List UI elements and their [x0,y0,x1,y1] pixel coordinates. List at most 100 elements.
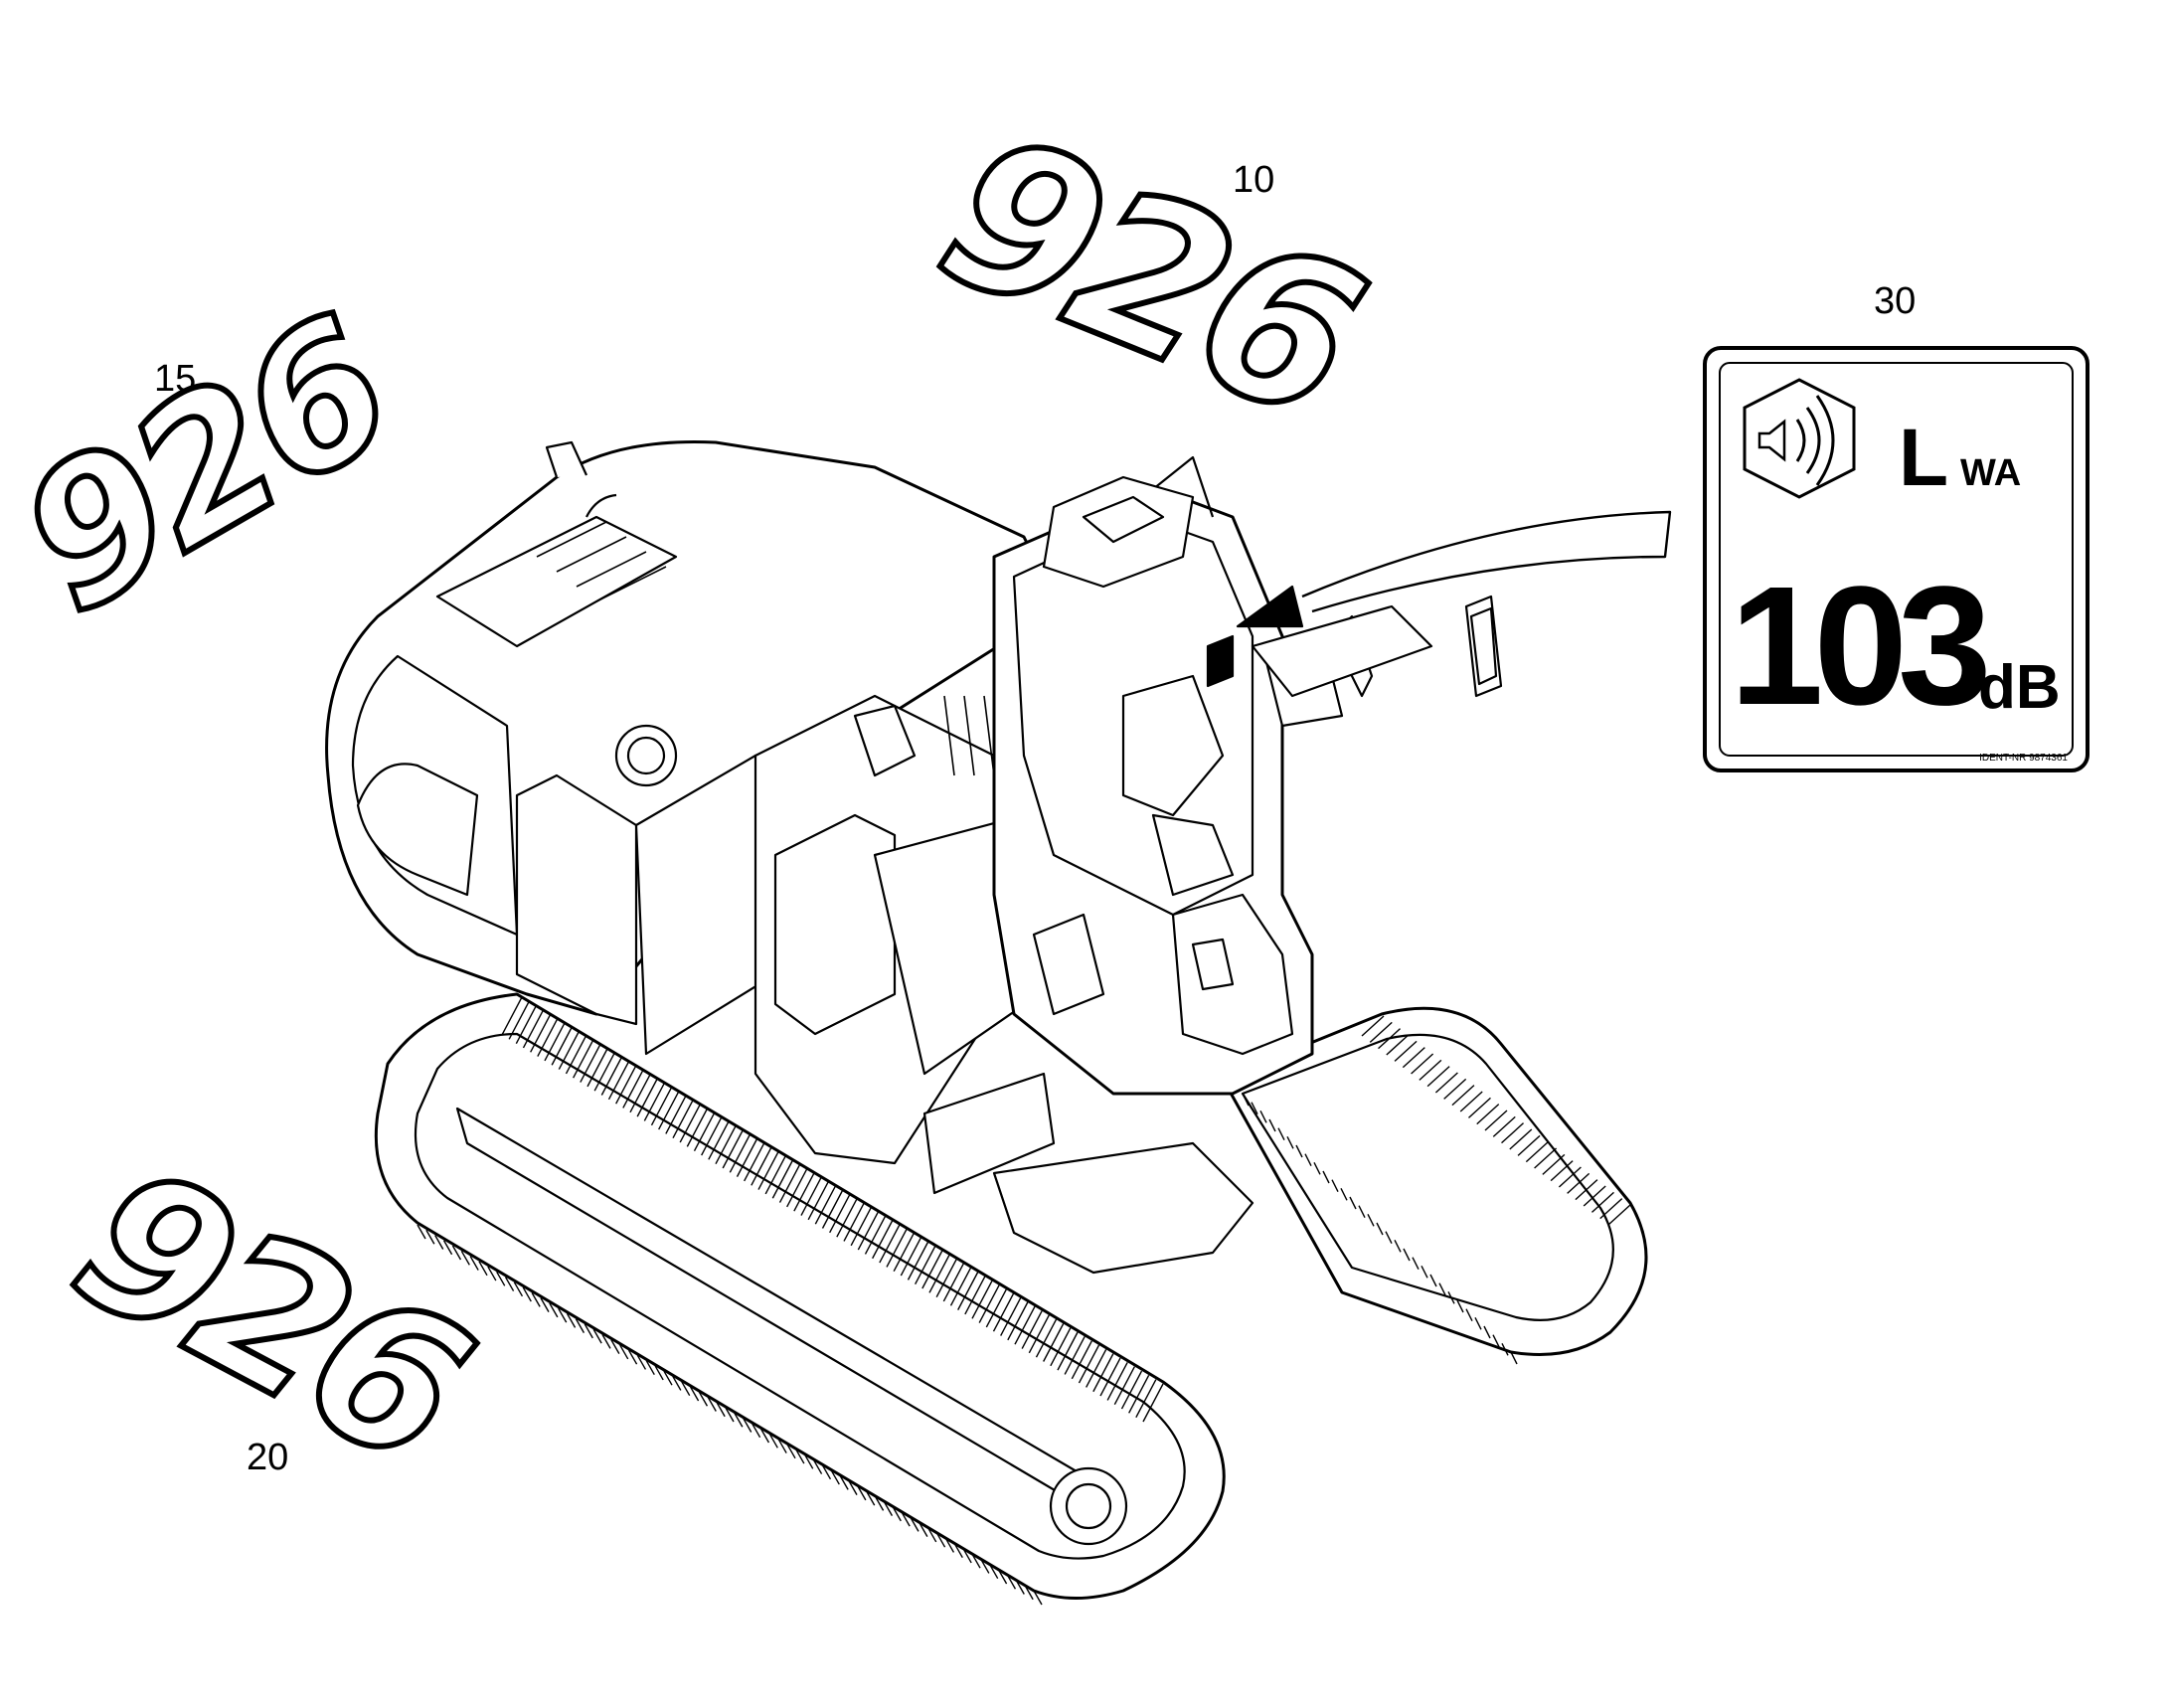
track-shoe-line [1429,1274,1437,1287]
track-shoe-line [957,1272,979,1310]
track-shoe-line [1412,1257,1420,1270]
track-shoe-line [1451,1085,1475,1107]
track-shoe-line [592,1328,602,1344]
track-shoe-line [1474,1317,1482,1330]
decal-926-text: 926 [0,276,422,655]
track-shoe-line [886,1229,908,1268]
track-shoe-line [1484,1110,1508,1131]
track-shoe-line [629,1074,651,1113]
track-shoe-line [1476,1104,1500,1125]
track-shoe-line [515,1005,537,1044]
track-shoe-line [1057,1331,1079,1371]
track-shoe-line [1483,1325,1491,1339]
track-shoe-line [751,1423,761,1439]
track-shoe-line [1438,1282,1446,1295]
track-shoe-line [944,1538,955,1553]
track-shoe-line [777,1439,787,1453]
track-shoe-line [989,1564,999,1580]
track-shoe-line [1376,1222,1384,1236]
track-shoe-line [1128,1375,1150,1414]
track-shoe-line [1394,1240,1402,1253]
excavator-illustration [325,439,1672,1606]
track-shoe-line [478,1261,488,1277]
track-shoe-line [566,1313,577,1328]
track-shoe-line [872,1220,894,1260]
track-shoe-line [672,1376,682,1391]
track-shoe-line [1419,1059,1442,1081]
track-shoe-line [573,1039,594,1079]
track-shoe-line [1135,1379,1157,1419]
track-shoe-line [1402,1047,1425,1069]
track-shoe-line [734,1412,744,1428]
ident-number: IDENT-NR 9874361 [1979,753,2068,764]
track-shoe-line [601,1334,611,1349]
track-shoe-line [1331,1179,1339,1192]
track-shoe-line [707,1397,717,1412]
rear-track [1221,1006,1648,1356]
track-shoe-line [610,1339,620,1355]
track-shoe-line [725,1407,735,1423]
track-shoe-line [1492,1334,1500,1347]
track-shoe-line [1304,1153,1312,1166]
track-shoe-line [744,1142,765,1182]
track-shoe-line [627,1349,638,1365]
track-shoe-line [1456,1299,1464,1313]
track-shoe-line [1099,1357,1121,1397]
track-shoe-line [1465,1308,1473,1321]
decal-926-text: 926 [913,86,1387,467]
track-shoe-line [793,1172,815,1212]
track-shoe-line [907,1242,929,1281]
track-shoe-line [522,1286,532,1302]
track-shoe-line [689,1386,700,1402]
track-shoe-line [496,1271,506,1286]
track-shoe-line [708,1121,730,1160]
track-shoe-line [1599,1198,1623,1220]
track-shoe-line [771,1159,793,1199]
track-shoe-line [1550,1160,1574,1182]
track-shoe-line [1403,1248,1411,1262]
track-shoe-line [1322,1170,1330,1184]
track-shoe-line [821,1464,832,1480]
track-shoe-line [1492,1115,1516,1137]
undercarriage-frame [992,1141,1254,1275]
track-shoe-line [508,1000,530,1040]
sound-power-symbol-main: L [1899,413,1948,503]
track-shoe-line [558,1031,580,1070]
track-shoe-line [743,1418,752,1433]
track-shoe-line [701,1116,723,1156]
track-shoe-line [921,1250,943,1289]
track-shoe-line [636,1355,647,1370]
track-shoe-line [1607,1204,1631,1226]
track-shoe-line [716,1402,726,1418]
track-shoe-line [992,1292,1015,1332]
track-shoe-line [1113,1366,1135,1406]
track-shoe-line [530,1013,552,1053]
track-shoe-line [1525,1141,1549,1163]
track-shoe-line [830,1469,840,1485]
track-shoe-line [985,1288,1007,1328]
track-shoe-line [417,1224,426,1240]
track-shoe-line [1426,1066,1450,1088]
track-shoe-line [540,1297,550,1312]
track-shoe-line [848,1480,858,1495]
track-shoe-line [544,1022,566,1062]
track-shoe-line [935,1259,957,1297]
track-shoe-hatching [417,996,1631,1606]
track-shoe-line [425,1229,435,1245]
track-shoe-line [501,996,523,1036]
track-shoe-line [804,1453,814,1469]
track-shoe-line [1006,1574,1017,1590]
track-shoe-line [1590,1191,1614,1213]
sound-power-symbol-sub: WA [1960,452,2021,494]
track-shoe-line [681,1381,691,1397]
track-shoe-line [1583,1185,1606,1207]
track-shoe-line [654,1365,664,1381]
track-shoe-line [434,1235,444,1250]
track-shoe-line [442,1240,453,1256]
track-shoe-line [1277,1127,1285,1140]
track-shoe-line [619,1344,629,1360]
track-shoe-line [451,1245,462,1261]
track-shoe-line [997,1569,1008,1585]
track-shoe-line [857,1211,879,1251]
